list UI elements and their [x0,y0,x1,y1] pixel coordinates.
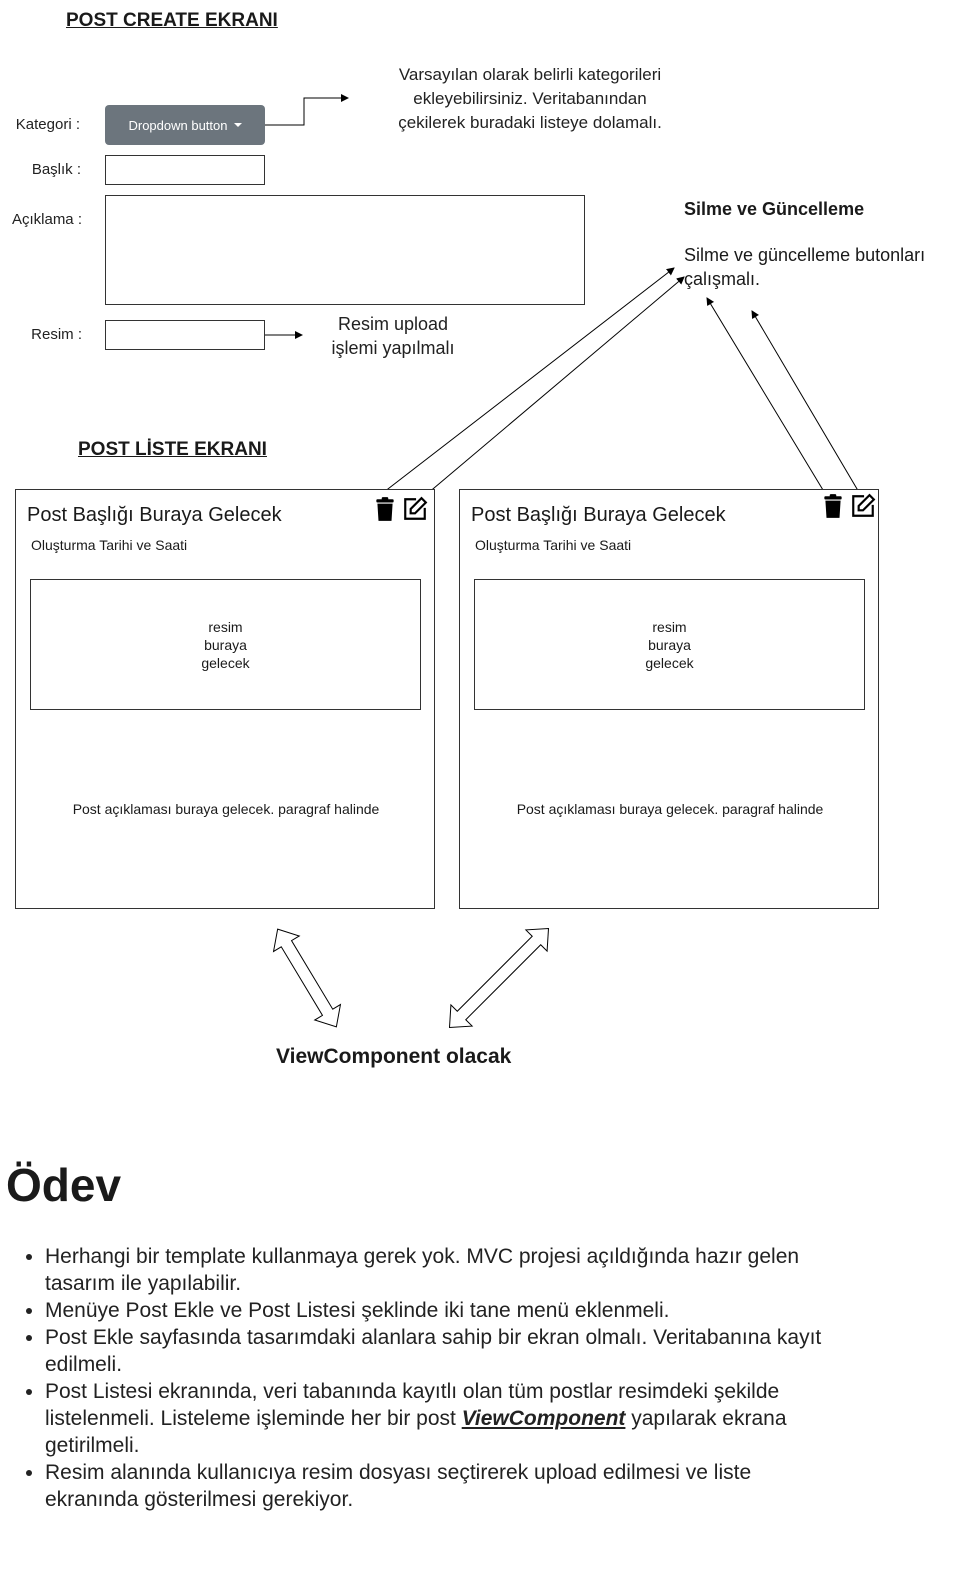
homework-item: Post Ekle sayfasında tasarımdaki alanlar… [45,1324,835,1378]
actions-note-text: Silme ve güncelleme butonları çalışmalı. [684,245,926,289]
kategori-label: Kategori : [15,116,80,133]
homework-item: Herhangi bir template kullanmaya gerek y… [45,1243,835,1297]
list-section-title: POST LİSTE EKRANI [78,439,267,460]
category-note: Varsayılan olarak belirli kategorileri e… [398,65,662,132]
viewcomponent-double-arrow-left [272,928,342,1028]
homework-title: Ödev [6,1159,122,1211]
category-dropdown-button[interactable]: Dropdown button [105,105,265,145]
aciklama-label: Açıklama : [11,211,82,228]
post-card: Post Başlığı Buraya Gelecek Oluşturma Ta… [459,489,879,909]
viewcomponent-emphasis: ViewComponent [461,1407,626,1430]
edit-icon[interactable] [850,493,876,519]
post-title: Post Başlığı Buraya Gelecek [471,504,726,526]
card1-edit-arrow [407,276,685,511]
post-image-placeholder: resim buraya gelecek [474,579,865,710]
create-section-title: POST CREATE EKRANI [66,10,278,31]
upload-note: Resim upload işlemi yapılmalı [331,314,455,358]
homework-list: Herhangi bir template kullanmaya gerek y… [0,1243,835,1513]
card1-delete-arrow [383,267,675,493]
viewcomponent-note: ViewComponent olacak [276,1045,512,1068]
post-image-placeholder: resim buraya gelecek [30,579,421,710]
homework-item: Menüye Post Ekle ve Post Listesi şeklind… [45,1297,835,1324]
baslik-input[interactable] [105,155,265,185]
homework-item: Resim alanında kullanıcıya resim dosyası… [45,1459,835,1513]
resim-label: Resim : [31,326,82,343]
post-title: Post Başlığı Buraya Gelecek [27,504,282,526]
post-date: Oluşturma Tarihi ve Saati [31,537,188,553]
post-description: Post açıklaması buraya gelecek. paragraf… [72,801,380,817]
viewcomponent-double-arrow-right [448,927,550,1029]
post-card: Post Başlığı Buraya Gelecek Oluşturma Ta… [15,489,435,909]
aciklama-textarea[interactable] [105,195,585,305]
caret-down-icon [233,123,242,127]
baslik-label: Başlık : [31,161,81,178]
trash-icon[interactable] [372,496,398,522]
dropdown-label: Dropdown button [128,117,228,133]
homework-item: Post Listesi ekranında, veri tabanında k… [45,1378,835,1459]
dropdown-to-note-arrow [265,94,349,126]
edit-icon[interactable] [402,496,428,522]
card2-delete-arrow [706,297,824,491]
homework-item-text: yapılarak ekrana getirilmeli. [45,1407,787,1457]
homework-item-text: Post Listesi ekranında, veri tabanında k… [45,1380,780,1430]
post-description: Post açıklaması buraya gelecek. paragraf… [516,801,824,817]
resim-upload-input[interactable] [105,320,265,350]
post-date: Oluşturma Tarihi ve Saati [475,537,632,553]
actions-note-title: Silme ve Güncelleme [684,199,865,219]
trash-icon[interactable] [820,493,846,519]
card2-edit-arrow [751,310,861,495]
